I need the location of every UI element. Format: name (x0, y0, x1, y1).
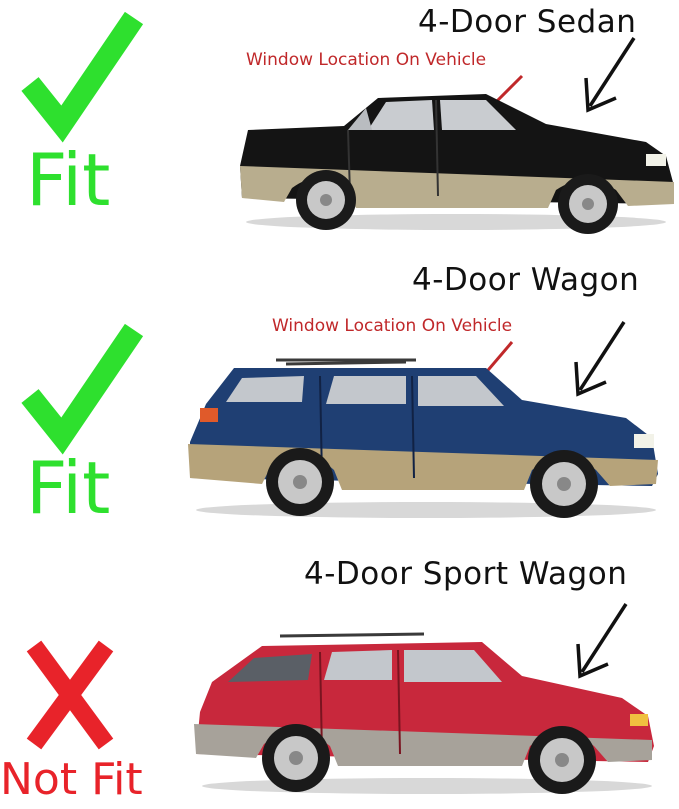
vehicle-title: 4-Door Sedan (418, 4, 637, 40)
pointer-arrow-icon (574, 321, 626, 397)
vehicle-row-wagon: Fit 4-Door Wagon Window Location On Vehi… (0, 262, 679, 530)
wagon-car-image (188, 358, 658, 518)
vehicle-title: 4-Door Wagon (412, 262, 640, 298)
verdict-label: Fit (26, 446, 111, 530)
check-icon (21, 11, 144, 143)
vehicle-row-sedan: Fit 4-Door Sedan Window Location On Vehi… (0, 0, 679, 240)
pointer-arrow-icon (576, 603, 628, 679)
vehicle-row-sport-wagon: Not Fit 4-Door Sport Wagon (0, 548, 679, 809)
window-location-note: Window Location On Vehicle (272, 316, 513, 336)
sedan-car-image (240, 94, 674, 234)
check-icon (21, 323, 144, 455)
vehicle-title: 4-Door Sport Wagon (304, 556, 628, 592)
window-location-note: Window Location On Vehicle (246, 50, 487, 70)
x-icon (26, 640, 114, 750)
pointer-arrow-icon (584, 37, 636, 113)
sport-wagon-car-image (194, 632, 654, 794)
verdict-label: Not Fit (0, 754, 143, 805)
verdict-label: Fit (26, 138, 111, 222)
